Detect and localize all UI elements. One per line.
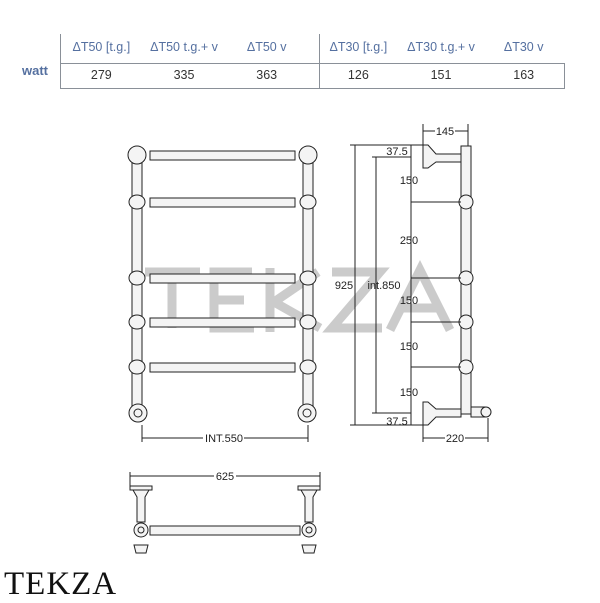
dimension-37-5-bottom: 37.5: [386, 416, 407, 428]
dimension-spacing: 150: [400, 387, 418, 399]
top-view: [129, 485, 321, 554]
dimension-37-5-top: 37.5: [386, 146, 407, 158]
column-header: ΔT30 v: [503, 40, 544, 54]
table-divider: [319, 34, 320, 89]
dimension-spacing: 150: [400, 175, 418, 187]
column-knobs: [127, 145, 318, 375]
dimension-int-850: int.850: [367, 280, 400, 292]
table-border: [60, 34, 61, 89]
dimension-spacing: 250: [400, 235, 418, 247]
table-cell: 126: [347, 68, 369, 82]
table-cell: 363: [256, 68, 278, 82]
table-cell: 335: [173, 68, 195, 82]
column-header: ΔT50 [t.g.]: [72, 40, 131, 54]
table-row: 279 335 363 126 151 163: [60, 63, 565, 89]
rails: [149, 150, 296, 373]
watermark-letter-e: [209, 267, 254, 333]
watermark-letter-z: [322, 267, 390, 333]
row-label-watt: watt: [22, 63, 48, 78]
table-border: [564, 63, 565, 89]
watermark-letter-a: [385, 259, 455, 333]
table-cell: 279: [90, 68, 112, 82]
top-width-dimension: [129, 472, 321, 486]
table-header-row: ΔT50 [t.g.] ΔT50 t.g.+ v ΔT50 v ΔT30 [t.…: [60, 34, 565, 64]
left-bracket: [129, 485, 153, 491]
bottom-wall-bracket: [422, 401, 462, 426]
table-cell: 151: [430, 68, 452, 82]
dimension-145: 145: [436, 126, 454, 138]
table-cell: 163: [513, 68, 535, 82]
column-header: ΔT30 [t.g.]: [329, 40, 388, 54]
brand-logo: TEKZA: [4, 566, 118, 602]
side-view: [422, 144, 492, 426]
side-dimensions: [350, 124, 489, 442]
dimension-925: 925: [335, 280, 353, 292]
dimension-spacing: 150: [400, 341, 418, 353]
heat-output-table: ΔT50 [t.g.] ΔT50 t.g.+ v ΔT50 v ΔT30 [t.…: [60, 34, 565, 89]
top-wall-bracket: [422, 144, 462, 169]
valve-feet: [128, 403, 317, 423]
front-view: [127, 145, 318, 423]
column-header: ΔT50 t.g.+ v: [150, 40, 218, 54]
column-header: ΔT50 v: [246, 40, 287, 54]
dimension-625: 625: [216, 471, 234, 483]
column-header: ΔT30 t.g.+ v: [407, 40, 475, 54]
front-width-dimension: [141, 425, 309, 442]
right-bracket: [297, 485, 321, 491]
top-rail: [149, 525, 301, 536]
dimension-spacing: 150: [400, 295, 418, 307]
dimension-int-550: INT.550: [205, 433, 243, 445]
dimension-220: 220: [446, 433, 464, 445]
